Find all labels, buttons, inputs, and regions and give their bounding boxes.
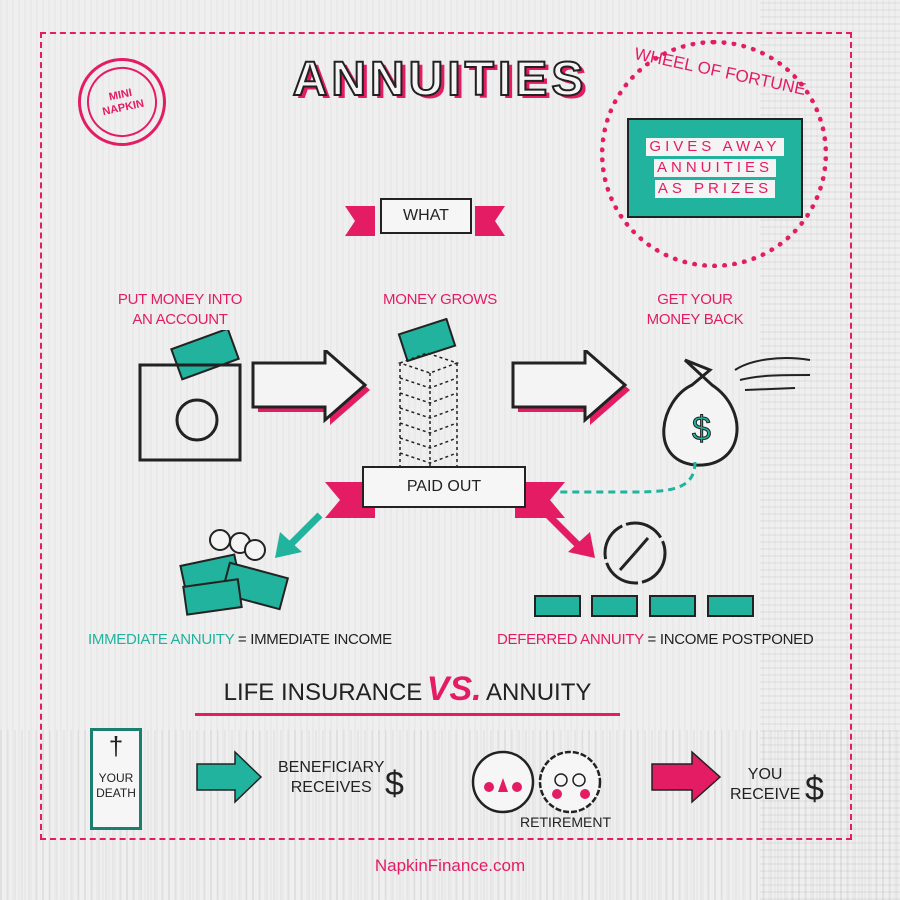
arrow-right-icon [511, 350, 630, 425]
paid-out-banner: PAID OUT [362, 466, 526, 508]
dollar-icon: $ [805, 770, 824, 808]
arrow-right-icon [251, 350, 370, 425]
board-row: AS PRIZES [654, 180, 776, 198]
dollar-icon: $ [385, 765, 404, 803]
hand-icon [734, 357, 811, 391]
retired-couple-icon [471, 750, 602, 814]
coins-and-bills-icon [179, 529, 290, 616]
arrow-down-left-icon [275, 512, 323, 558]
footer-link[interactable]: NapkinFinance.com [374, 856, 526, 875]
money-bag-icon: $ [662, 357, 811, 467]
board-row: ANNUITIES [653, 159, 776, 177]
deferred-annuity-caption: DEFERRED ANNUITY = INCOME POSTPONED [497, 631, 814, 648]
comparison-heading: LIFE INSURANCE VS. ANNUITY [195, 670, 620, 716]
immediate-annuity-caption: IMMEDIATE ANNUITY = IMMEDIATE INCOME [88, 631, 392, 648]
clock-icon [603, 521, 667, 585]
stamp-line2: NAPKIN [101, 97, 146, 119]
money-stack-icon [397, 318, 460, 479]
retirement-caption: RETIREMENT [520, 814, 611, 830]
puzzle-board: GIVES AWAY ANNUITIES AS PRIZES [627, 118, 803, 218]
what-ribbon-icon [345, 206, 505, 236]
page-title: ANNUITIES [292, 52, 588, 107]
teal-arrow-icon [196, 750, 263, 804]
board-row: GIVES AWAY [646, 138, 784, 156]
wheel-of-fortune-circle [600, 40, 828, 268]
arrow-down-right-icon [545, 512, 595, 558]
what-banner: WHAT [380, 198, 472, 234]
bills-row-icon [534, 595, 754, 617]
cross-icon: † [108, 731, 124, 761]
napkin-emboss-bottom [0, 730, 900, 900]
safe-icon [138, 330, 242, 462]
pink-arrow-icon [651, 750, 722, 804]
dashed-border [40, 32, 852, 840]
money-bag-dollar: $ [692, 410, 711, 448]
step-label-grow: MONEY GROWS [383, 291, 497, 308]
